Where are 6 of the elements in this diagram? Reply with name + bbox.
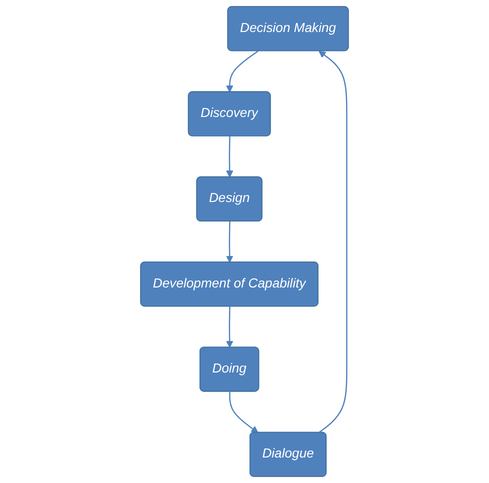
arrow xyxy=(318,50,348,434)
arrow xyxy=(226,136,234,178)
arrow xyxy=(226,50,258,92)
arrow xyxy=(226,221,234,263)
arrow xyxy=(229,392,258,433)
arrow xyxy=(226,306,234,348)
